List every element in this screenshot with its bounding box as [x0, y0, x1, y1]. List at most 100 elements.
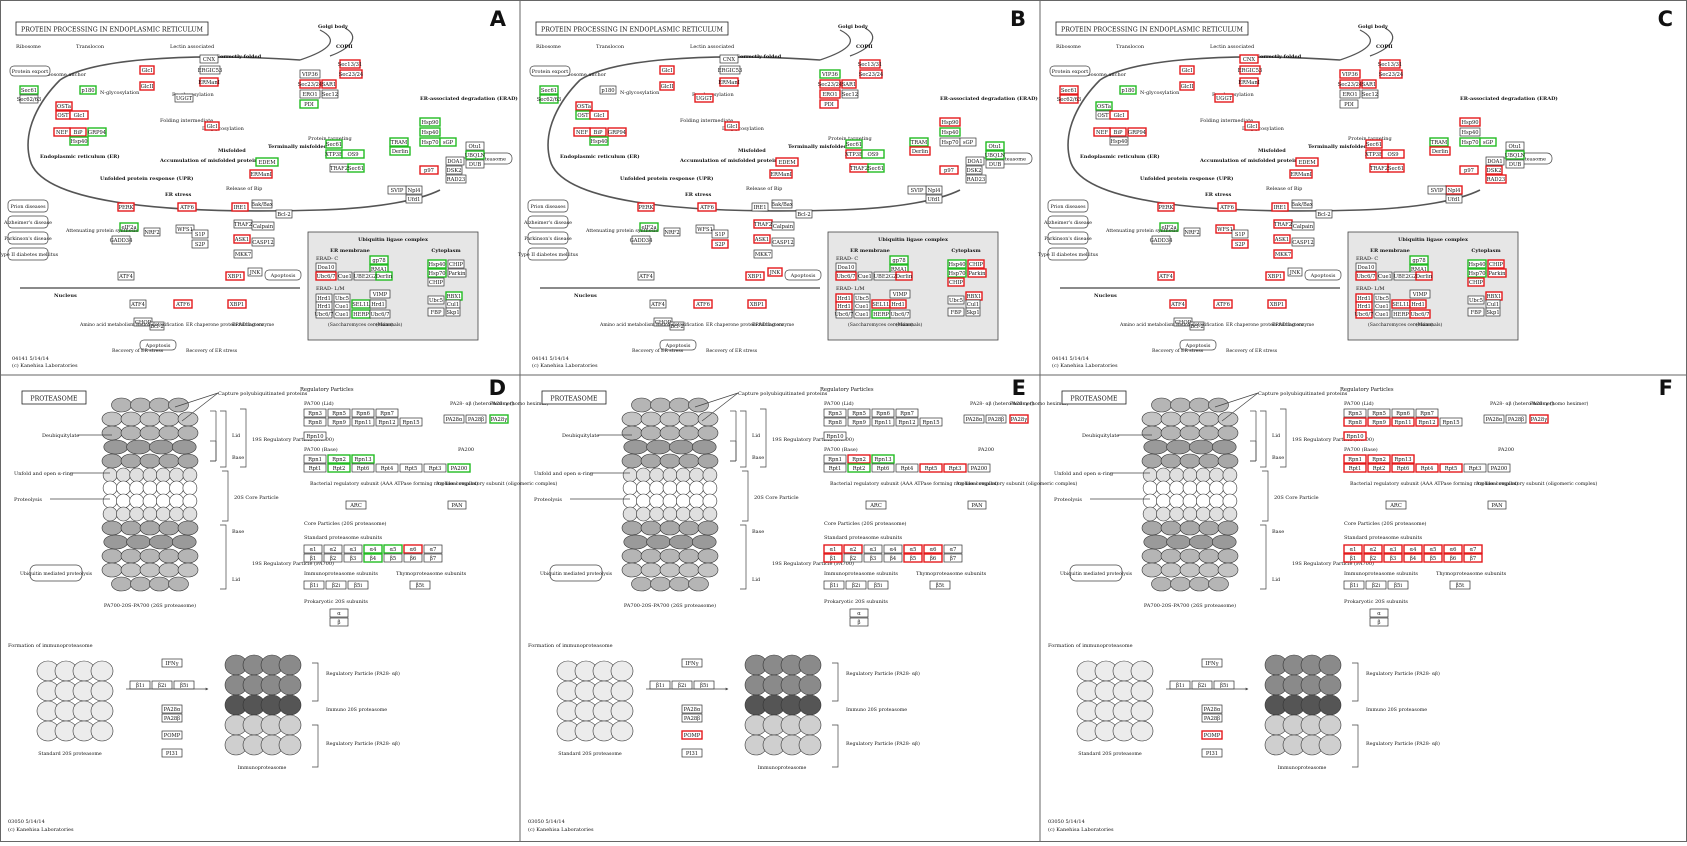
- gene-box-label: β2i: [852, 583, 860, 589]
- gene-box-rect: [465, 414, 487, 424]
- gene-box-rect: [19, 94, 39, 104]
- gene-box-rect: [315, 262, 337, 272]
- label-text: PA700 (Base): [824, 446, 858, 453]
- label-text: Proteasome: [1516, 157, 1546, 163]
- label-text: Type II diabetes mellitus: [1038, 252, 1099, 258]
- subunit-Rpt3: Rpt3: [943, 463, 967, 473]
- subunit-ellipse: [139, 562, 161, 578]
- golgi-curves: [299, 27, 354, 61]
- gene-box-label: β2i: [1372, 583, 1380, 589]
- gene-box-label: UBE2G2: [1394, 274, 1417, 280]
- subunit-ellipse: [649, 506, 664, 522]
- gene-box-rect: [889, 309, 911, 319]
- subunit-ellipse: [1198, 425, 1220, 441]
- subunit-ellipse: [103, 534, 129, 550]
- gene-box-rect: [327, 417, 351, 427]
- gene-box-rect: [1183, 227, 1201, 237]
- gene-box-label: CHIP: [969, 262, 984, 268]
- gene-box-rect: [465, 150, 485, 160]
- gene-box-label: ERManI: [770, 172, 792, 178]
- disease-node: [7, 231, 49, 245]
- subunit-α1: α1: [823, 544, 843, 554]
- gene-box-label: Ubc5: [429, 298, 443, 304]
- gene-box-label: α2: [850, 547, 857, 553]
- gene-box-rect: [967, 500, 987, 510]
- gene-box-label: PAN: [451, 503, 463, 509]
- gene-ostx: OSTa: [1095, 101, 1113, 111]
- label-text: Golgi body: [838, 24, 869, 30]
- gene-vip36: VIP36: [299, 69, 321, 79]
- gene-box-label: β4: [1410, 556, 1417, 562]
- gene-box-label: Bcl-2: [670, 324, 683, 330]
- label-text: Alzheimer's disease: [3, 220, 52, 226]
- gene-box-rect: [337, 271, 353, 281]
- subunit-β5: β5: [1423, 553, 1443, 563]
- disease-node: [7, 215, 49, 229]
- label-text: COPII: [1376, 44, 1393, 50]
- gene-box-label: Rpn3: [828, 411, 842, 417]
- gene-box-rect: [1505, 159, 1525, 169]
- gene-box-rect: [299, 79, 321, 89]
- subunit-β5i: β5i: [1213, 680, 1235, 690]
- gene-box-label: Rpn3: [308, 411, 322, 417]
- gene-box-rect: [959, 137, 977, 147]
- gene-box-label: GlcI: [727, 124, 738, 130]
- label-text: Ribosome: [536, 44, 561, 50]
- label-text: N-glycosylation: [100, 90, 140, 96]
- subunit-α5: α5: [903, 544, 923, 554]
- gene-box-rect: [1383, 553, 1403, 563]
- gene-cue1: Cue1: [337, 271, 353, 281]
- gene-box-label: TRAF2: [850, 166, 868, 172]
- label-text: Cytoplasm: [1471, 248, 1501, 254]
- gene-box-label: Rpn11: [354, 420, 371, 426]
- gene-box-label: Rpt5: [925, 466, 938, 472]
- subunit-Rpn12: Rpn12: [895, 417, 919, 427]
- gene-box-label: Hrd1: [837, 296, 851, 302]
- panel-title-frame: [21, 390, 87, 405]
- gene-xbp1: XBP1: [225, 271, 245, 281]
- gene-box-rect: [363, 544, 383, 554]
- gene-box-label: IFNγ: [165, 661, 178, 667]
- gene-box-label: PA28β: [1508, 417, 1524, 423]
- subunit-ellipse: [171, 439, 197, 455]
- gene-box-rect: [965, 156, 985, 166]
- gene-box-rect: [947, 307, 965, 317]
- gene-box-label: PA200: [971, 466, 988, 472]
- gene-box-label: RAD23: [447, 177, 465, 183]
- label-text: ERAD- L/M: [1356, 286, 1385, 292]
- immunoproteasome-subunit: [278, 714, 302, 736]
- subunit-ellipse: [1169, 467, 1184, 483]
- subunit-PAN: PAN: [447, 500, 467, 510]
- gene-dub: DUB: [1505, 159, 1525, 169]
- gene-box-label: DOA1: [967, 159, 982, 165]
- label-text: Archaeal regulatory subunit (oligomeric …: [435, 480, 557, 487]
- gene-box-rect: [681, 748, 703, 758]
- gene-box-rect: [427, 307, 445, 317]
- gene-usp: UBQLN: [1505, 150, 1526, 160]
- subunit-Rpn13: Rpn13: [1391, 454, 1415, 464]
- gene-dsk2: DSK2: [445, 165, 463, 175]
- label-text: Cytoplasm: [951, 248, 981, 254]
- gene-jnk: JNK: [767, 267, 783, 277]
- gene-ubc5: Ubc5: [853, 293, 871, 303]
- label-text: Golgi body: [318, 24, 349, 30]
- gene-box-label: Rpn11: [1394, 420, 1411, 426]
- subunit-ellipse: [640, 453, 662, 469]
- gene-box-rect: [329, 608, 349, 618]
- bracket: [220, 524, 227, 590]
- gene-edem: EDEM: [775, 157, 799, 167]
- subunit-ellipse: [126, 439, 151, 455]
- gene-sec13: Sec13/31: [858, 59, 882, 69]
- gene-box-rect: [943, 544, 963, 554]
- gene-box-rect: [1179, 65, 1195, 75]
- subunit-ellipse: [111, 576, 132, 592]
- gene-hrd1: Hrd1: [889, 299, 907, 309]
- gene-box-rect: [1093, 127, 1111, 137]
- subunit-PA28α: PA28α: [681, 704, 703, 714]
- gene-box-label: Bcl-2: [150, 324, 163, 330]
- gene-box-rect: [1505, 141, 1525, 151]
- gene-ero1: ERO1: [819, 89, 841, 99]
- subunit-β5t: β5t: [1449, 580, 1471, 590]
- gene-box-rect: [1379, 59, 1401, 69]
- gene-box-label: β1i: [136, 683, 144, 689]
